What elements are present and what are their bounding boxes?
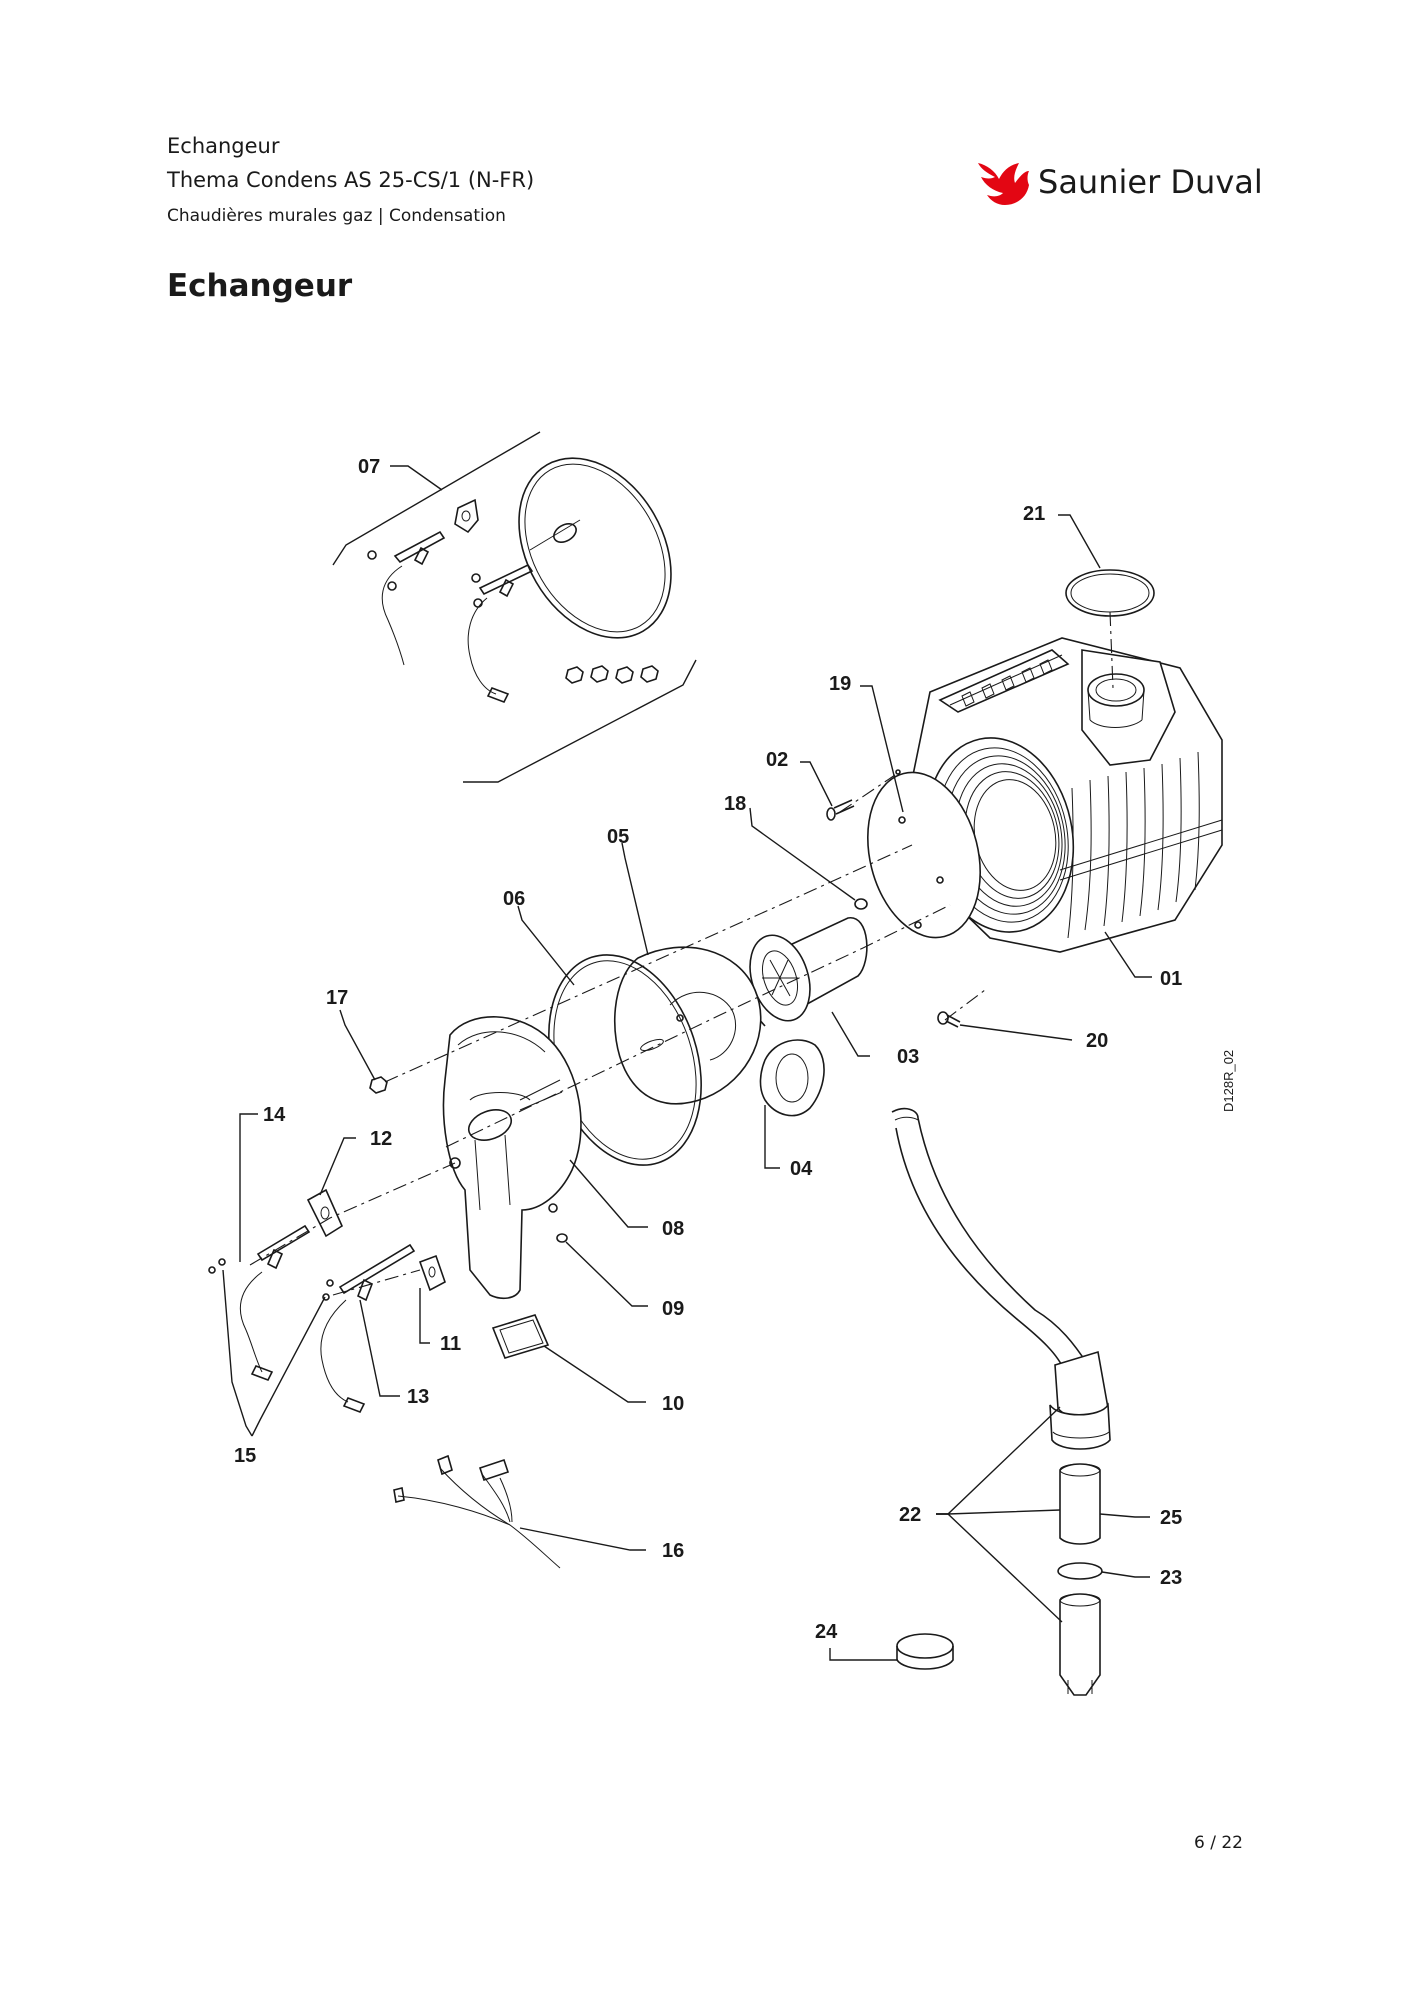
part-05-insulation-plate <box>613 946 762 1105</box>
header-line-3: Chaudières murales gaz | Condensation <box>167 206 506 226</box>
page-title: Echangeur <box>167 268 353 304</box>
part-16-cable-harness <box>393 1454 561 1569</box>
label-13: 13 <box>407 1386 429 1408</box>
label-06: 06 <box>503 888 525 910</box>
drawing-code: D128R_02 <box>1221 1050 1236 1112</box>
label-18: 18 <box>724 793 746 815</box>
part-17-nut <box>369 1076 388 1094</box>
label-15: 15 <box>234 1445 256 1467</box>
label-04: 04 <box>790 1158 813 1180</box>
part-10-gasket <box>491 1314 550 1359</box>
part-21-seal-ring <box>1065 569 1155 617</box>
label-25: 25 <box>1160 1507 1182 1529</box>
label-24: 24 <box>815 1621 838 1643</box>
part-08-burner-housing <box>442 1016 582 1300</box>
label-07: 07 <box>358 456 380 478</box>
label-20: 20 <box>1086 1030 1108 1052</box>
header-line-1: Echangeur <box>167 134 280 158</box>
label-08: 08 <box>662 1218 684 1240</box>
label-19: 19 <box>829 673 851 695</box>
page-number: 6 / 22 <box>1194 1833 1243 1853</box>
part-12-gasket <box>306 1188 344 1238</box>
label-23: 23 <box>1160 1567 1182 1589</box>
label-21: 21 <box>1023 503 1045 525</box>
part-11-gasket <box>418 1254 446 1292</box>
brand-name: Saunier Duval <box>1038 163 1263 201</box>
label-17: 17 <box>326 987 348 1009</box>
label-16: 16 <box>662 1540 684 1562</box>
label-03: 03 <box>897 1046 919 1068</box>
label-11: 11 <box>440 1333 461 1355</box>
part-24-clip <box>896 1633 954 1670</box>
part-13-ionisation-electrode <box>320 1243 416 1414</box>
part-14-ignition-electrode <box>208 1224 311 1382</box>
part-18-nut <box>854 898 868 910</box>
label-05: 05 <box>607 826 629 848</box>
label-14: 14 <box>263 1104 286 1126</box>
label-09: 09 <box>662 1298 684 1320</box>
label-22: 22 <box>899 1504 921 1526</box>
part-03-burner <box>734 917 868 1027</box>
part-07-kit <box>332 431 697 783</box>
header-line-2: Thema Condens AS 25-CS/1 (N-FR) <box>167 168 535 192</box>
assembly-axis-lines <box>249 611 1114 1296</box>
label-10: 10 <box>662 1393 684 1415</box>
part-22-condensate-trap <box>891 1107 1111 1696</box>
leader-lines <box>222 465 1152 1661</box>
label-01: 01 <box>1160 968 1182 990</box>
label-02: 02 <box>766 749 788 771</box>
part-01-heat-exchanger <box>867 637 1223 953</box>
part-labels: 07 21 19 02 18 05 06 01 20 03 04 17 14 1… <box>234 456 1182 1643</box>
label-12: 12 <box>370 1128 392 1150</box>
part-20-screw <box>937 1011 961 1028</box>
part-02-screw <box>826 799 855 821</box>
brand-bird-icon <box>978 163 1029 205</box>
part-09-screw <box>556 1233 568 1243</box>
part-04-gasket <box>759 1039 825 1117</box>
